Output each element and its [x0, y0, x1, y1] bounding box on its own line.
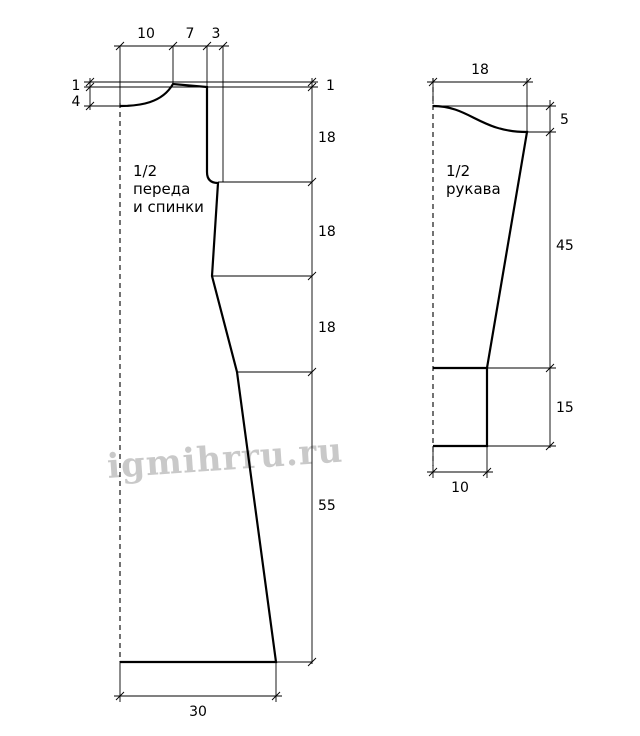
- tick: [522, 77, 532, 87]
- tick: [85, 82, 95, 92]
- sleeve-dim-cuff-15: 15: [556, 400, 574, 416]
- tick: [218, 41, 228, 51]
- body-dim-bottom-30: 30: [189, 704, 207, 720]
- tick: [168, 41, 178, 51]
- body-dim-h3: 18: [318, 320, 336, 336]
- sleeve-dim-cap-5: 5: [560, 112, 569, 128]
- body-piece: 10 7 3 1 4 1 18 18 18 55: [72, 26, 336, 720]
- tick: [482, 467, 492, 477]
- body-label-line3: и спинки: [133, 198, 204, 216]
- body-dim-top-10: 10: [137, 26, 155, 42]
- tick: [115, 41, 125, 51]
- sleeve-label-fraction: 1/2: [446, 162, 470, 180]
- tick: [307, 82, 317, 92]
- body-dim-h2: 18: [318, 224, 336, 240]
- body-dim-top-7: 7: [186, 26, 195, 42]
- tick: [545, 101, 555, 111]
- tick: [115, 691, 125, 701]
- watermark: igmihrru.ru: [106, 431, 345, 487]
- tick: [428, 467, 438, 477]
- body-dim-top-3: 3: [212, 26, 221, 42]
- tick: [85, 77, 95, 87]
- body-dim-left-1: 1: [72, 78, 81, 94]
- sleeve-outline: [432, 104, 529, 448]
- sleeve-dim-main-45: 45: [556, 238, 574, 254]
- sleeve-dim-bottom-10: 10: [451, 480, 469, 496]
- tick: [202, 41, 212, 51]
- sleeve-label-line2: рукава: [446, 180, 501, 198]
- tick: [545, 127, 555, 137]
- body-label-fraction: 1/2: [133, 162, 157, 180]
- sleeve-piece: 18 5 45 15 10 1/2 рукава: [427, 62, 574, 496]
- body-dim-h1: 18: [318, 130, 336, 146]
- tick: [428, 77, 438, 87]
- tick: [307, 77, 317, 87]
- body-dim-h4: 55: [318, 498, 336, 514]
- tick: [545, 441, 555, 451]
- body-label-line2: переда: [133, 180, 190, 198]
- tick: [545, 363, 555, 373]
- sleeve-dim-top-18: 18: [471, 62, 489, 78]
- tick: [85, 101, 95, 111]
- body-dim-right-1: 1: [326, 78, 335, 94]
- tick: [271, 691, 281, 701]
- body-dim-left-4: 4: [72, 94, 81, 110]
- body-outline: [119, 82, 278, 664]
